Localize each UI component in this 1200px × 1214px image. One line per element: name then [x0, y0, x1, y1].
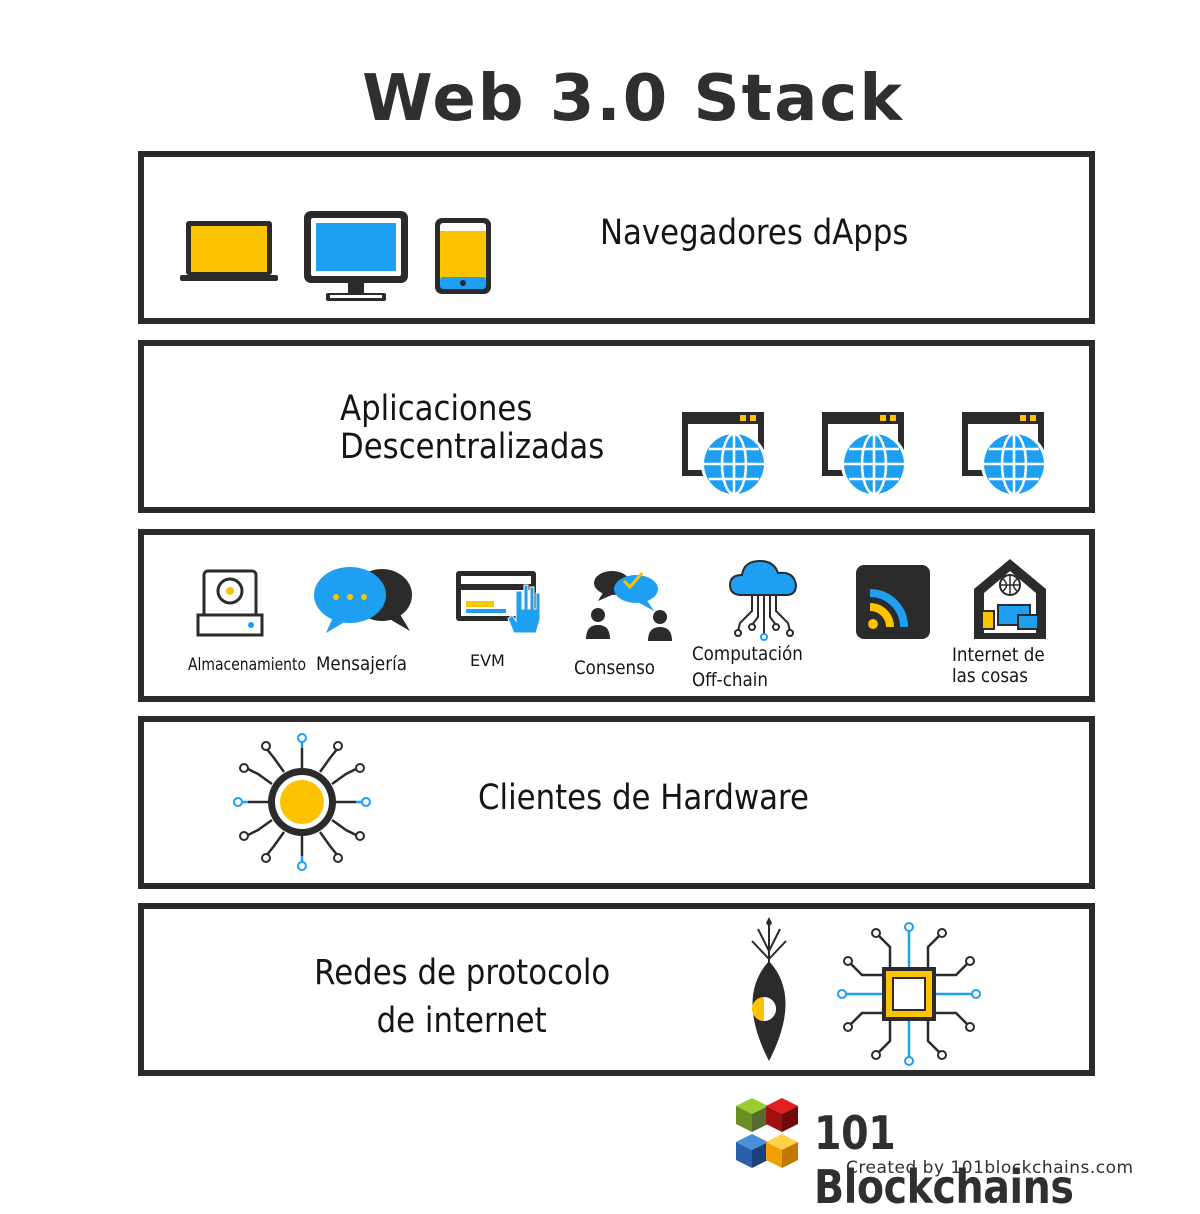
- layer-services: Almacenamiento Mensajería EVM Consenso: [138, 529, 1095, 702]
- chat-bubbles-icon: [314, 567, 412, 633]
- tablet-icon: [435, 218, 491, 294]
- layer-label: Clientes de Hardware: [478, 778, 809, 818]
- rss-feed-icon: [856, 565, 930, 639]
- layer-decentralized-apps: Aplicaciones Descentralizadas: [138, 340, 1095, 513]
- layer-dapp-browsers: Navegadores dApps: [138, 151, 1095, 324]
- card-hand-icon: [456, 571, 541, 634]
- processor-icon: [837, 922, 981, 1066]
- brand-tagline: Created by 101blockchains.com: [846, 1158, 1134, 1178]
- seed-leaf-icon: [751, 917, 787, 1061]
- blockchains-cubes-logo-icon: [736, 1098, 798, 1168]
- layer-label: Redes de protocolo de internet: [313, 953, 611, 1041]
- consensus-people-icon: [586, 571, 672, 641]
- layer-label: Navegadores dApps: [600, 213, 909, 253]
- item-label: Almacenamiento: [188, 655, 307, 675]
- hard-drive-icon: [196, 569, 264, 637]
- item-label: Consenso: [574, 657, 656, 679]
- web-window-globe-icon: [820, 410, 909, 499]
- chip-circle-icon: [233, 733, 371, 871]
- layer-hardware-clients: Clientes de Hardware: [138, 716, 1095, 889]
- web-window-globe-icon: [960, 410, 1049, 499]
- iot-house-icon: [974, 559, 1046, 639]
- monitor-icon: [304, 211, 408, 301]
- item-label: EVM: [470, 651, 505, 670]
- item-label: Internet de las cosas: [952, 644, 1045, 687]
- item-label: Mensajería: [316, 653, 407, 675]
- layer-internet-protocol-networks: Redes de protocolo de internet: [138, 903, 1095, 1076]
- item-label: Computación Off-chain: [692, 643, 803, 691]
- page-title: Web 3.0 Stack: [362, 62, 904, 136]
- layer-label: Aplicaciones Descentralizadas: [340, 389, 605, 467]
- laptop-icon: [180, 221, 278, 281]
- web-window-globe-icon: [680, 410, 769, 499]
- cloud-network-icon: [728, 559, 798, 641]
